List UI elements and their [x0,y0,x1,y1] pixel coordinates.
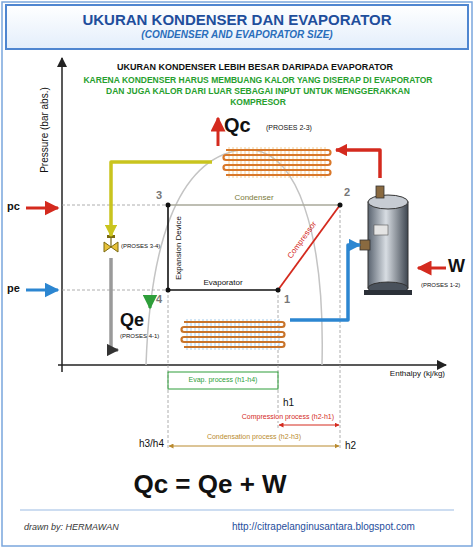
url: http://citrapelanginusantara.blogspot.co… [232,521,415,533]
enthalpy-mark: h3/h4 [139,438,164,450]
h1-guide [278,290,279,430]
pc-guide [62,205,168,206]
suction-pipe [290,245,360,320]
compressor-line [278,205,340,290]
state-point [166,288,171,293]
expansion-pipe [111,258,118,350]
evap-bracket [168,372,278,389]
pe-guide [62,290,168,291]
energy-symbol: Qe [120,310,144,331]
compressor-illustration [360,186,412,295]
equation: Qc = Qe + W [133,470,286,500]
axis-label: Pressure (bar abs.) [39,87,51,173]
condenser-coil [224,147,331,178]
heading: UKURAN KONDENSER LEBIH BESAR DARIPADA EV… [117,62,393,72]
expansion-valve [104,235,118,252]
process-tag: (PROSES 3-4) [121,243,160,250]
evaporator-line [168,289,278,291]
pressure-symbol: pc [7,200,20,213]
process-name: Condenser [234,193,273,202]
callout-number: 4 [156,293,162,306]
h2-guide [340,205,341,448]
energy-symbol: Qc [224,114,251,137]
footer-rule [20,510,454,511]
process-tag: (PROSES 1-2) [421,282,460,289]
compression-bracket [279,425,339,426]
condenser-line [168,204,340,206]
state-point [338,203,343,208]
heat-out-arrow [217,118,220,146]
condensation-bracket [169,446,339,447]
condenser-unit: Qc (PROSES 2-3) [212,114,336,178]
evaporator-unit: Qe (PROSES 4-1) [118,310,290,354]
work-arrow [418,267,446,270]
callout-number: 3 [156,189,162,202]
liquid-pipe [111,162,212,236]
heat-in-arrow [149,296,152,308]
process-tag: (PROSES 2-3) [266,124,312,132]
axis-label: Enthalpy (kj/kg) [390,369,445,378]
title-banner [6,5,468,49]
saturation-dome [146,150,322,365]
enthalpy-axis [58,364,446,366]
process-name: Expansion Device [174,216,183,280]
bracket-label: Condensation process (h2-h3) [205,433,303,441]
enthalpy-mark: h1 [283,397,294,409]
state-point [166,203,171,208]
bracket-label: Compression process (h2-h1) [240,413,336,421]
callout-number: 2 [344,186,350,199]
subtitle: (CONDENSER AND EVAPORATOR SIZE) [141,29,332,41]
pressure-axis [61,58,63,372]
expansion-valve-unit: (PROSES 3-4) [104,236,166,258]
pc-arrow [26,207,58,210]
compressor-unit: W (PROSES 1-2) [360,178,472,312]
pressure-symbol: pe [7,282,20,295]
state-point [276,288,281,293]
process-tag: (PROSES 4-1) [120,333,159,340]
process-name: Evaporator [203,278,242,287]
process-name: Compressor [285,220,318,261]
diagram-title: UKURAN KONDENSER DAN EVAPORATOR [82,11,391,28]
energy-symbol: W [448,256,465,277]
expansion-line [167,205,169,290]
credit: drawn by: HERMAWAN [24,522,119,532]
callout-number: 1 [284,293,290,306]
note: KARENA KONDENSER HARUS MEMBUANG KALOR YA… [78,75,438,108]
h3-guide [168,290,169,448]
evaporator-coil [182,319,285,350]
pe-arrow [26,289,58,292]
bracket-label: Evap. process (h1-h4) [189,376,258,384]
discharge-pipe [336,150,380,178]
enthalpy-mark: h2 [345,440,356,452]
